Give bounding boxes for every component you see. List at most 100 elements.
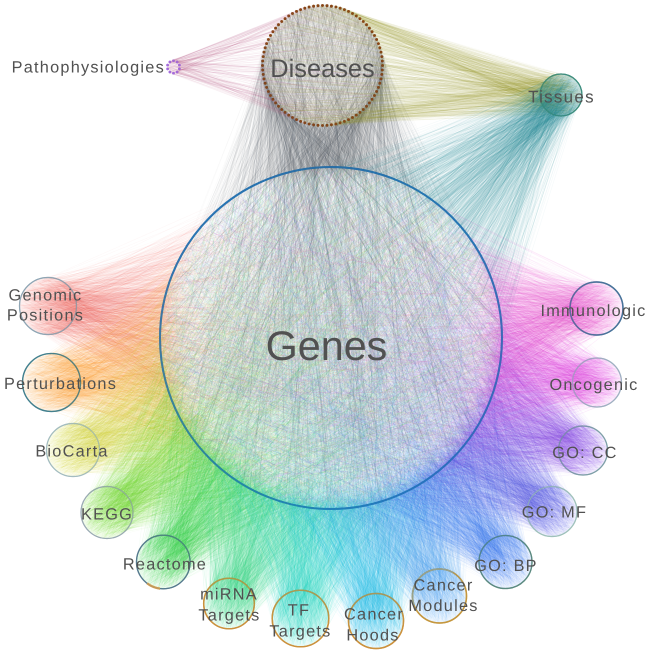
edge-line — [168, 122, 337, 294]
edge-line — [269, 94, 350, 505]
edge-line — [268, 91, 338, 176]
edge-line — [192, 97, 373, 437]
edge-line — [301, 68, 381, 172]
edge-line — [247, 103, 372, 257]
edge-line — [209, 23, 366, 237]
edge-line — [333, 124, 338, 353]
edge-line — [340, 9, 371, 356]
edge-line — [358, 113, 363, 171]
edge-line — [306, 123, 494, 337]
edge-line — [382, 75, 498, 368]
edge-line — [328, 7, 381, 491]
edge-line — [273, 6, 317, 194]
edge-line — [312, 125, 328, 180]
edge-line — [175, 97, 372, 400]
edge-line — [297, 5, 328, 505]
edge-line — [348, 23, 366, 450]
edge-line — [262, 77, 480, 365]
edge-line — [361, 111, 501, 313]
edge-line — [244, 113, 359, 486]
edge-line — [382, 57, 395, 182]
edge-line — [372, 32, 466, 439]
edge-line — [259, 12, 352, 478]
edge-line — [382, 76, 389, 490]
edge-line — [318, 123, 348, 179]
edge-line — [281, 19, 423, 356]
edge-line — [271, 99, 408, 276]
edge-line — [336, 115, 354, 508]
edge-line — [218, 32, 373, 465]
edge-line — [365, 95, 374, 176]
edge-line — [276, 102, 500, 337]
edge-line — [299, 121, 422, 479]
edge-line — [167, 85, 379, 365]
edge-line — [279, 20, 450, 420]
edge-line — [275, 101, 424, 467]
edge-line — [172, 15, 289, 299]
edge-line — [366, 80, 384, 438]
edge-line — [343, 11, 348, 509]
edge-line — [163, 123, 328, 351]
edge-line — [243, 98, 274, 481]
edge-line — [325, 4, 399, 484]
edge-fans-layer — [19, 3, 623, 649]
edge-line — [293, 15, 474, 426]
edge-line — [301, 8, 469, 441]
edge-line — [283, 12, 293, 184]
edge-line — [341, 121, 405, 203]
edge-line — [285, 111, 374, 500]
edge-line — [265, 48, 313, 269]
edge-line — [276, 102, 286, 503]
edge-line — [304, 8, 361, 502]
edge-line — [264, 47, 280, 177]
edge-line — [276, 103, 324, 380]
edge-line — [275, 28, 329, 504]
edge-line — [243, 45, 266, 481]
edge-line — [330, 123, 472, 428]
edge-line — [277, 25, 487, 402]
edge-line — [372, 31, 477, 426]
edge-line — [355, 96, 377, 498]
edge-line — [348, 39, 377, 187]
edge-line — [261, 66, 332, 509]
edge-line — [263, 69, 347, 469]
edge-line — [178, 91, 378, 413]
edge-line — [335, 7, 339, 504]
edge-line — [367, 28, 374, 173]
edge-line — [364, 94, 377, 174]
edge-line — [290, 14, 343, 352]
edge-line — [221, 6, 313, 469]
edge-line — [293, 12, 486, 396]
edge-line — [170, 9, 304, 394]
edge-line — [296, 12, 402, 478]
edge-line — [271, 125, 327, 271]
edge-line — [177, 118, 294, 398]
edge-line — [200, 96, 272, 438]
edge-line — [292, 14, 484, 412]
edge-line — [300, 121, 319, 170]
edge-line — [285, 18, 498, 361]
edge-line — [369, 26, 427, 481]
edge-line — [375, 97, 432, 472]
edge-line — [364, 23, 405, 188]
edge-line — [328, 6, 332, 175]
edge-line — [193, 17, 360, 438]
edge-line — [301, 47, 379, 177]
edge-line — [323, 7, 348, 182]
edge-line — [341, 96, 374, 505]
edge-line — [264, 77, 282, 187]
edge-line — [336, 122, 346, 238]
edge-line — [289, 115, 493, 313]
edge-line — [307, 6, 444, 445]
edge-line — [265, 84, 364, 245]
edge-line — [290, 14, 357, 173]
edge-line — [295, 26, 370, 275]
edge-line — [297, 22, 362, 173]
edge-line — [165, 40, 379, 324]
edge-line — [303, 123, 497, 340]
edge-line — [234, 77, 383, 477]
edge-line — [289, 11, 298, 495]
edge-line — [264, 10, 346, 188]
edge-line — [266, 85, 431, 314]
